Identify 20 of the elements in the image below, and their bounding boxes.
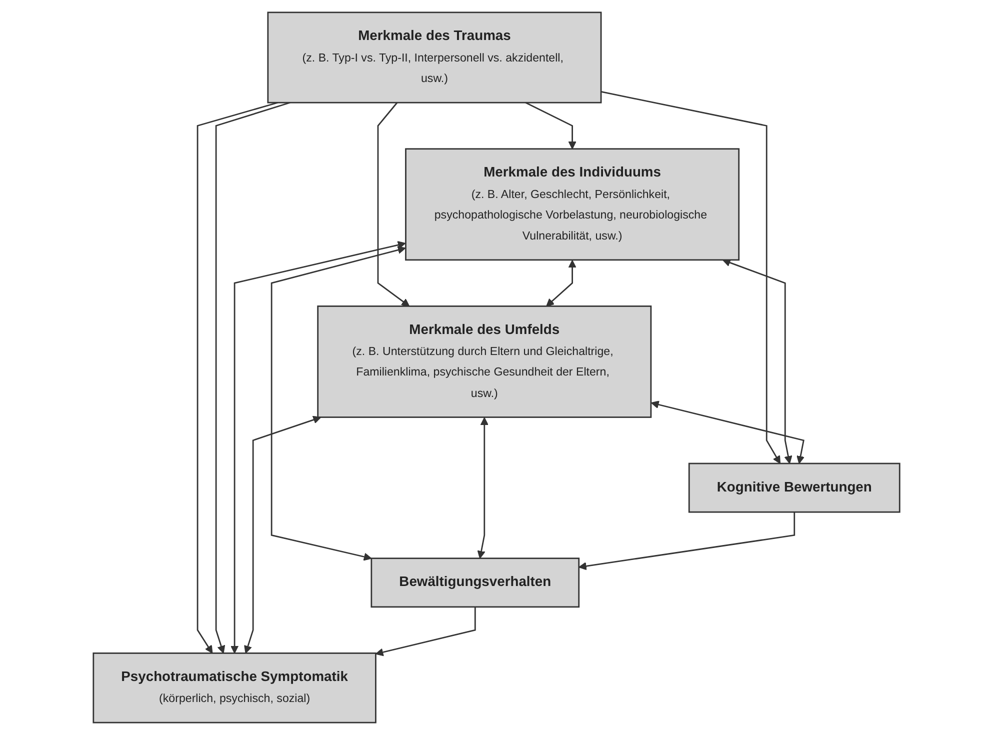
node-box: Psychotraumatische Symptomatik (körperlich, psychisch, sozial) (93, 652, 377, 724)
arrow (651, 400, 805, 464)
arrow (216, 102, 291, 654)
arrow (601, 91, 781, 464)
arrow (526, 102, 577, 150)
arrow (230, 240, 406, 654)
arrow (197, 102, 279, 654)
arrow (378, 102, 410, 307)
node-box: Merkmale des Individuums (z. B. Alter, Geschlecht, Persönlichkeit, psychopathologische Vorbelastung, neurobiologische Vulnerabilität, usw.) (406, 148, 740, 261)
node-box: Merkmale des Umfelds (z. B. Unterstützung durch Eltern und Gleichaltrige, Familienklima, psychische Gesundheit der Eltern, usw.) (318, 306, 652, 418)
node-box: Bewältigungsverhalten (371, 558, 580, 608)
arrow (271, 246, 406, 561)
arrow (722, 258, 793, 464)
arrow (478, 417, 489, 559)
arrow (578, 512, 796, 570)
arrow (546, 260, 577, 307)
node-box: Merkmale des Traumas (z. B. Typ-I vs. Typ-II, Interpersonell vs. akzidentell, usw.) (268, 12, 602, 104)
node-box: Kognitive Bewertungen (688, 462, 901, 513)
arrow (376, 606, 476, 656)
arrow (244, 416, 322, 654)
